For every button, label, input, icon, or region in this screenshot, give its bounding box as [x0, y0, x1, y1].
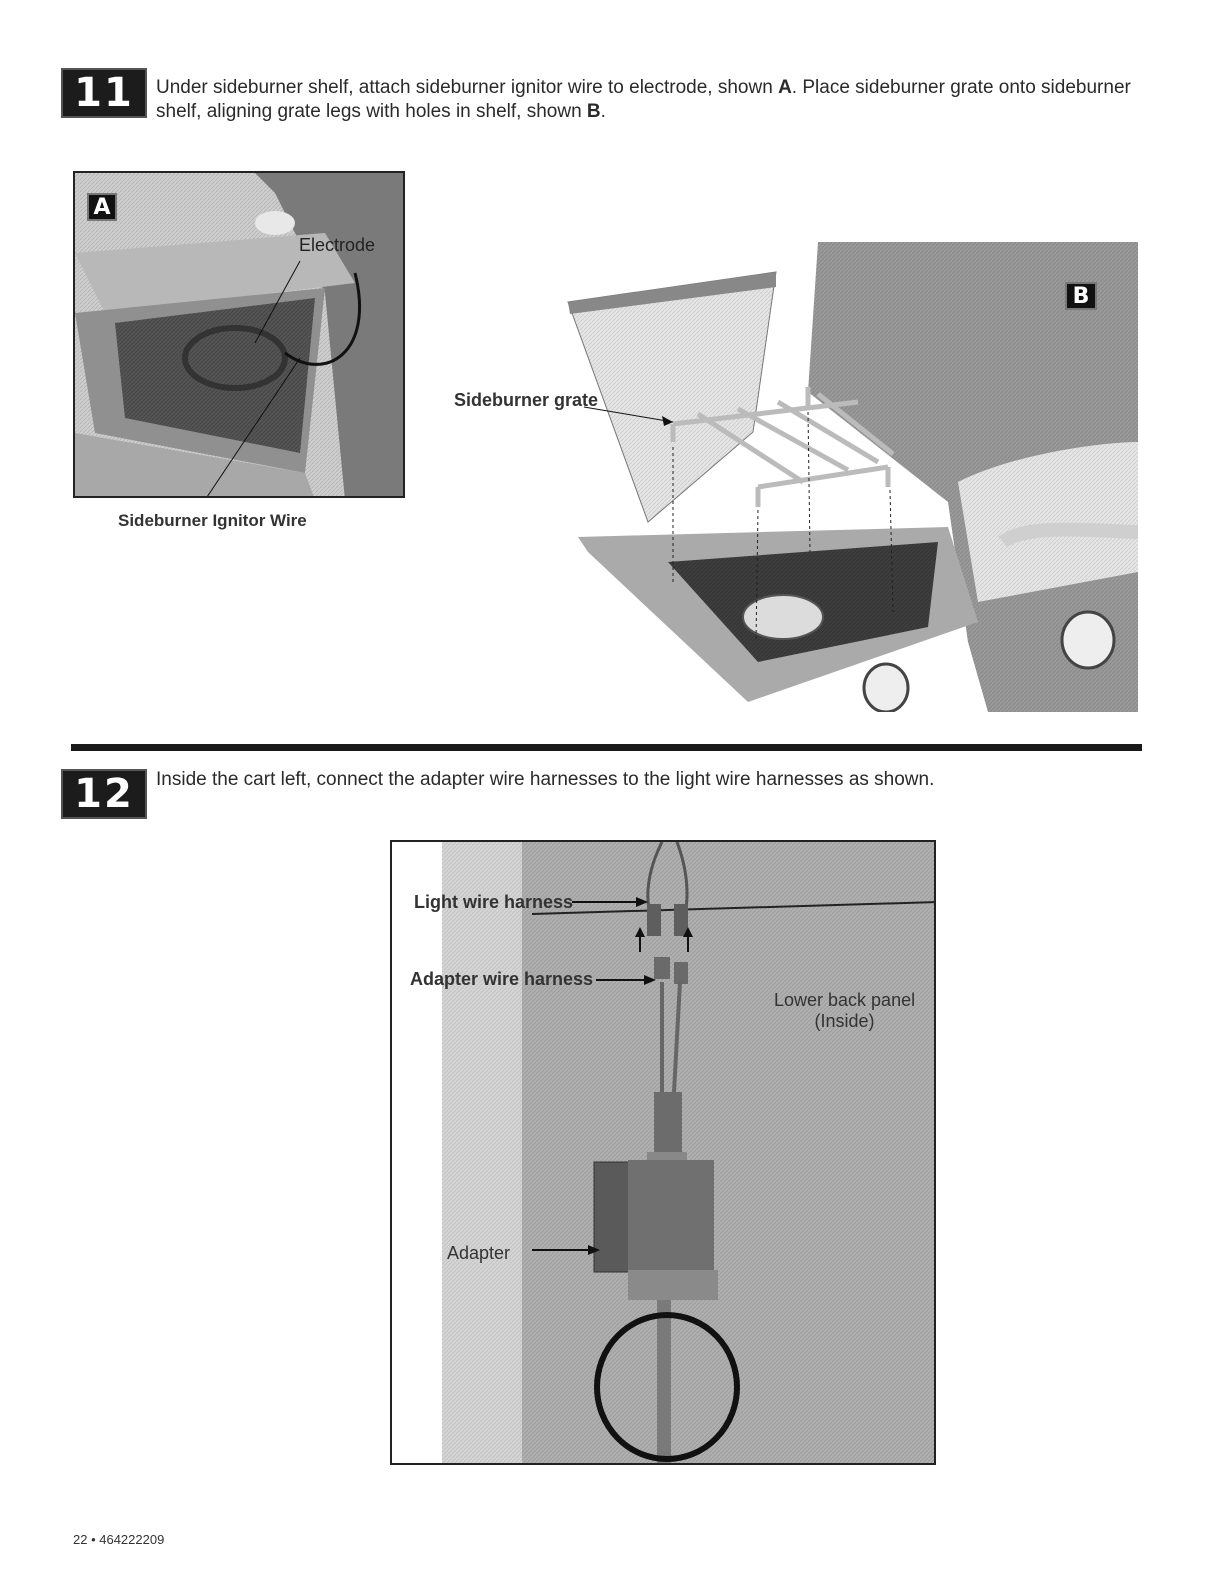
lower-back-panel-label: Lower back panel (Inside) — [774, 990, 915, 1032]
figure-12-illustration — [392, 842, 934, 1463]
lower-back-panel-line1: Lower back panel — [774, 990, 916, 1010]
figure-a-illustration — [75, 173, 403, 496]
electrode-label: Electrode — [299, 235, 376, 255]
step-11-text-2: . Place sideburner grate onto sideburner… — [156, 77, 1131, 122]
step-12-badge: 12 — [61, 769, 147, 819]
light-wire-harness-label: Light wire harness — [414, 892, 574, 912]
adapter-wire-harness-label: Adapter wire harness — [410, 969, 594, 989]
sideburner-ignitor-wire-label: Sideburner Ignitor Wire — [118, 511, 307, 530]
step-11-badge: 11 — [61, 68, 147, 118]
step-11-ref-b: B — [586, 101, 601, 122]
section-divider — [71, 744, 1142, 751]
figure-b-sideburner-grate: B — [548, 242, 1138, 712]
figure-12-wire-harness: Light wire harness Adapter wire harness … — [390, 840, 936, 1465]
figure-b-badge: B — [1065, 282, 1097, 310]
figure-b-illustration — [548, 242, 1138, 712]
page-footer: 22 • 464222209 — [73, 1532, 165, 1547]
step-11-text-1: Under sideburner shelf, attach sideburne… — [156, 77, 779, 98]
adapter-label: Adapter — [447, 1243, 511, 1263]
lower-back-panel-line2: (Inside) — [814, 1011, 875, 1031]
sideburner-grate-label: Sideburner grate — [454, 390, 599, 410]
step-12-instructions: Inside the cart left, connect the adapte… — [156, 769, 935, 790]
step-11-instructions: Under sideburner shelf, attach sideburne… — [156, 76, 1136, 124]
step-11-ref-a: A — [778, 77, 792, 98]
step-11-text-3: . — [600, 101, 606, 122]
figure-a-badge: A — [87, 193, 117, 221]
figure-a-sideburner-electrode: A Electrode — [73, 171, 405, 498]
